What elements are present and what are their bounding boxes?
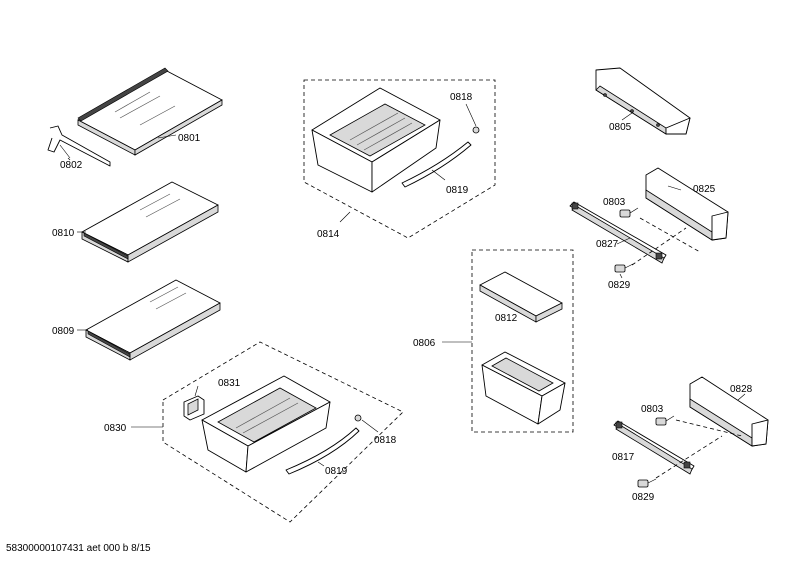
crisper-drawer-0830 [201,375,331,473]
slide-rail-0827 [569,201,667,264]
glass-shelf-0810 [81,181,219,263]
glass-shelf-0801 [77,67,223,156]
callout-0818-upper: 0818 [450,92,473,103]
lid-0812 [479,271,563,323]
screw-0829-upper [614,263,634,273]
callout-0803-lower: 0803 [641,404,664,415]
shelf-bracket-0802 [47,125,111,167]
callout-0801: 0801 [178,133,201,144]
screw-0803-lower [655,415,675,426]
group-outline-0806 [471,249,574,433]
screw-0829-lower [637,478,657,488]
callout-0814: 0814 [317,229,340,240]
callout-0817: 0817 [612,452,635,463]
clip-0831 [183,395,205,421]
group-outline-0830 [162,341,404,523]
callout-0828: 0828 [730,384,753,395]
pad-0818-lower [354,414,362,422]
callout-0809: 0809 [52,326,75,337]
group-outline-0814 [303,79,496,239]
callout-0829-lower: 0829 [632,492,655,503]
callout-0829-upper: 0829 [608,280,631,291]
slide-rail-0817 [613,420,695,475]
callout-0825: 0825 [693,184,716,195]
callout-0818-lower: 0818 [374,435,397,446]
callout-0819-upper: 0819 [446,185,469,196]
container-0806 [481,351,566,425]
rail-cover-0828 [689,376,769,447]
callout-0827: 0827 [596,239,619,250]
cover-0805 [595,67,691,135]
crisper-drawer-0814 [311,87,441,193]
seal-strip-0819-upper [401,141,472,188]
glass-shelf-0809 [85,279,221,361]
screw-0803-upper [619,207,639,218]
callout-0802: 0802 [60,160,83,171]
callout-0831: 0831 [218,378,241,389]
callout-0819-lower: 0819 [325,466,348,477]
seal-strip-0819-lower [285,427,360,475]
document-id-footer: 58300000107431 aet 000 b 8/15 [6,543,151,554]
callout-0812: 0812 [495,313,518,324]
callout-0803-upper: 0803 [603,197,626,208]
callout-0810: 0810 [52,228,75,239]
pad-0818-upper [472,126,480,134]
callout-0805: 0805 [609,122,632,133]
rail-cover-0825 [645,167,729,241]
callout-0830: 0830 [104,423,127,434]
callout-0806: 0806 [413,338,436,349]
